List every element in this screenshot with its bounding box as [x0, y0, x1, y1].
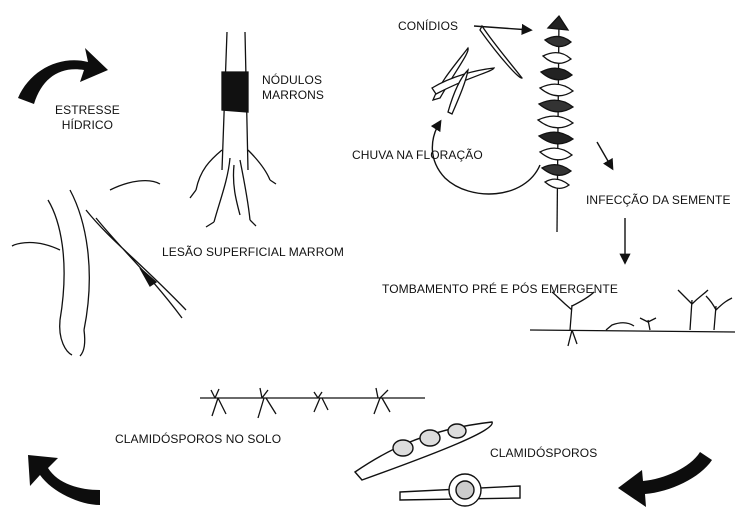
label-clamidosporos-solo: CLAMIDÓSPOROS NO SOLO — [115, 432, 281, 447]
seedlings-illustration — [530, 290, 735, 346]
label-nodulos-line-1: NÓDULOS — [262, 73, 324, 88]
label-conidios: CONÍDIOS — [398, 19, 458, 34]
cycle-arrow-bottom-left — [28, 455, 100, 505]
label-chuva-floracao: CHUVA NA FLORAÇÃO — [352, 148, 483, 163]
label-nodulos-marrons: NÓDULOS MARRONS — [262, 73, 324, 103]
label-estresse-line-2: HÍDRICO — [55, 118, 120, 133]
conidia-illustration — [432, 26, 522, 114]
label-tombamento: TOMBAMENTO PRÉ E PÓS EMERGENTE — [382, 282, 618, 297]
label-clamidosporos: CLAMIDÓSPOROS — [490, 446, 597, 461]
label-estresse-hidrico: ESTRESSE HÍDRICO — [55, 103, 120, 133]
infection-arrow — [597, 142, 612, 168]
stem-lesion-illustration — [12, 181, 186, 356]
cycle-arrow-bottom-right — [618, 452, 712, 507]
chlamydospores-illustration — [355, 422, 520, 506]
label-infeccao-semente: INFECÇÃO DA SEMENTE — [586, 193, 731, 208]
cycle-arrow-top-left — [18, 48, 108, 104]
soil-plants-illustration — [200, 388, 425, 418]
label-estresse-line-1: ESTRESSE — [55, 103, 120, 118]
label-nodulos-line-2: MARRONS — [262, 88, 324, 103]
wheat-spike-illustration — [538, 16, 573, 232]
label-lesao-superficial: LESÃO SUPERFICIAL MARROM — [162, 245, 344, 260]
crown-roots-illustration — [190, 32, 276, 227]
